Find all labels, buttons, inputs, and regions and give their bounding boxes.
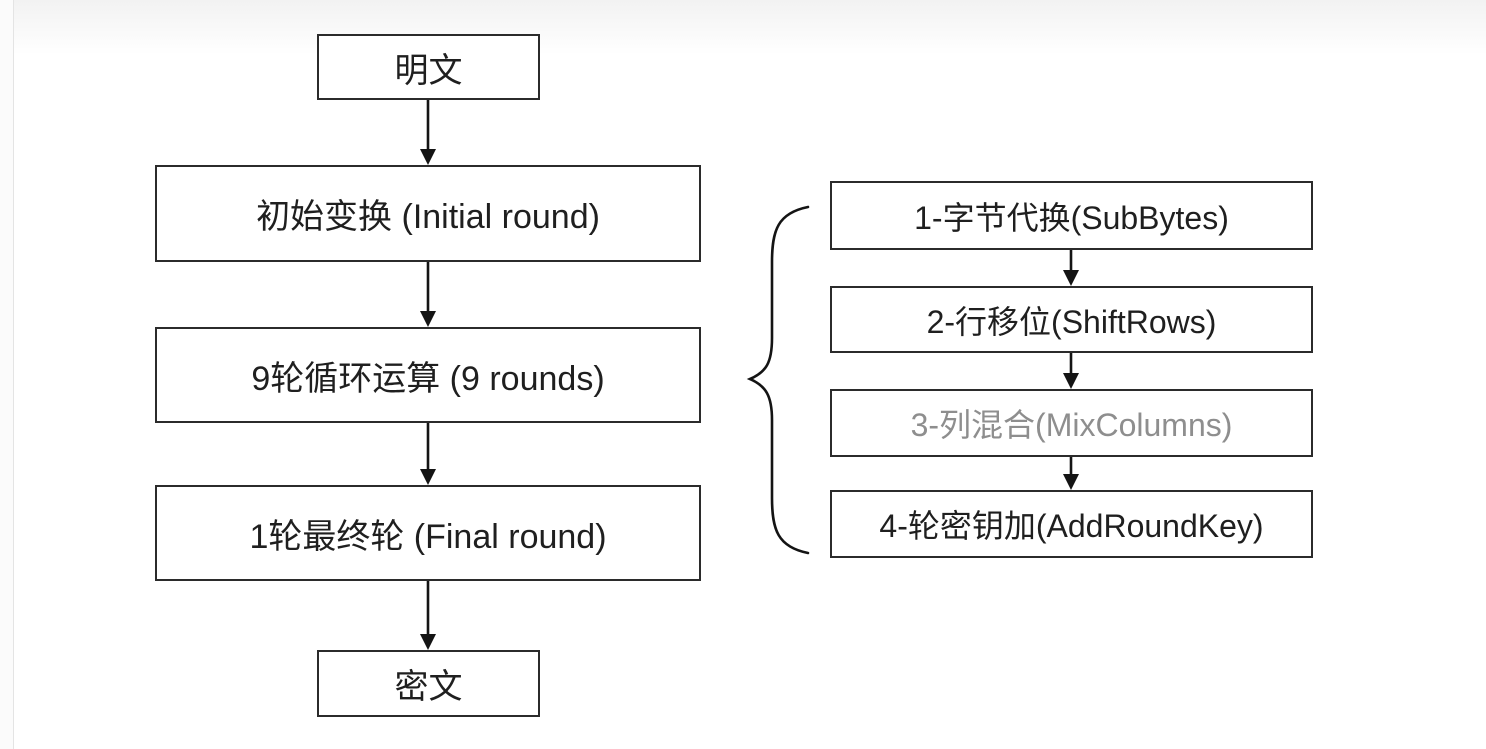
arrow-shiftrows-to-mixcolumns xyxy=(1063,353,1079,389)
node-plaintext: 明文 xyxy=(317,34,540,100)
arrow-mixcolumns-to-addroundkey xyxy=(1063,457,1079,490)
step-mixcolumns: 3-列混合(MixColumns) xyxy=(830,389,1313,457)
node-final-round-label: 1轮最终轮 (Final round) xyxy=(249,517,607,556)
step-addroundkey-label: 4-轮密钥加(AddRoundKey) xyxy=(879,508,1264,544)
node-nine-rounds-label: 9轮循环运算 (9 rounds) xyxy=(251,359,605,398)
node-ciphertext-label: 密文 xyxy=(394,668,463,706)
arrow-subbytes-to-shiftrows xyxy=(1063,250,1079,286)
step-subbytes-label: 1-字节代换(SubBytes) xyxy=(914,199,1229,236)
node-initial-round: 初始变换 (Initial round) xyxy=(155,165,701,262)
step-shiftrows-label: 2-行移位(ShiftRows) xyxy=(926,303,1217,340)
expansion-brace xyxy=(746,205,810,555)
node-ciphertext: 密文 xyxy=(317,650,540,717)
node-nine-rounds: 9轮循环运算 (9 rounds) xyxy=(155,327,701,423)
arrow-rounds-to-final xyxy=(420,423,436,485)
step-addroundkey: 4-轮密钥加(AddRoundKey) xyxy=(830,490,1313,558)
node-final-round: 1轮最终轮 (Final round) xyxy=(155,485,701,581)
arrow-plaintext-to-initial xyxy=(420,100,436,165)
step-shiftrows: 2-行移位(ShiftRows) xyxy=(830,286,1313,353)
slide-edge-strip xyxy=(0,0,14,749)
arrow-final-to-ciphertext xyxy=(420,581,436,650)
node-initial-round-label: 初始变换 (Initial round) xyxy=(256,198,600,236)
node-plaintext-label: 明文 xyxy=(394,51,463,90)
step-subbytes: 1-字节代换(SubBytes) xyxy=(830,181,1313,250)
step-mixcolumns-label: 3-列混合(MixColumns) xyxy=(910,407,1233,443)
arrow-initial-to-rounds xyxy=(420,262,436,327)
